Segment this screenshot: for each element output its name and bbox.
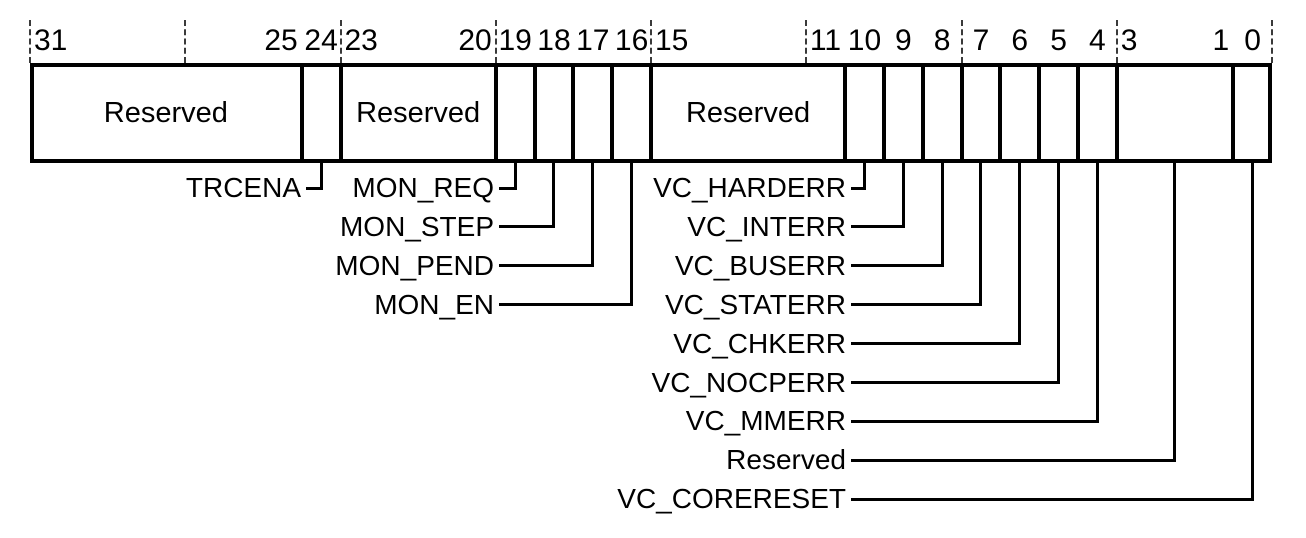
bit-number: 19: [498, 24, 532, 57]
field-divider: [881, 63, 886, 163]
bit-group-tick: [29, 20, 31, 63]
field-divider: [1037, 63, 1042, 163]
callout-label: VC_CHKERR: [673, 327, 846, 359]
field-divider: [843, 63, 848, 163]
bit-group-tick: [339, 20, 342, 63]
bit-number: 23: [344, 24, 378, 57]
callout-leader-v: [940, 159, 944, 268]
bit-group-tick: [1271, 20, 1273, 63]
field-divider: [1075, 63, 1080, 163]
callout-leader-h: [851, 225, 905, 229]
field-divider: [1114, 63, 1119, 163]
bit-number: 11: [809, 24, 842, 57]
bit-number: 18: [537, 24, 571, 57]
callout-leader-v: [513, 159, 517, 190]
field-divider: [649, 63, 653, 163]
callout-leader-h: [851, 381, 1061, 384]
callout-leader-v: [591, 159, 595, 268]
callout-label: MON_REQ: [352, 172, 494, 203]
field-divider: [532, 63, 537, 163]
bit-group-tick: [805, 20, 808, 63]
bit-number: 3: [1120, 24, 1138, 57]
bit-number: 10: [847, 24, 882, 57]
callout-leader-h: [851, 264, 944, 268]
callout-label: TRCENA: [185, 172, 301, 203]
bit-number: 5: [1050, 24, 1067, 57]
callout-leader-v: [1095, 159, 1099, 423]
callout-label: VC_BUSERR: [674, 249, 846, 281]
callout-leader-v: [319, 159, 323, 190]
bit-group-tick: [650, 20, 652, 63]
callout-leader-v: [1251, 159, 1255, 501]
field-divider: [959, 63, 964, 163]
callout-leader-v: [1173, 159, 1177, 462]
field-divider: [998, 63, 1003, 163]
bit-number: 0: [1244, 24, 1261, 57]
callout-leader-v: [901, 159, 905, 229]
bit-number: 25: [264, 24, 298, 57]
callout-label: VC_HARDERR: [653, 172, 846, 203]
field-divider: [610, 63, 615, 163]
bit-number: 7: [972, 24, 990, 57]
callout-leader-h: [499, 264, 595, 268]
field-divider: [1231, 63, 1236, 163]
bit-group-tick: [184, 20, 187, 63]
callout-leader-h: [851, 497, 1255, 501]
bit-number: 15: [655, 24, 689, 57]
bit-number: 20: [458, 24, 492, 57]
bit-number: 9: [894, 24, 912, 57]
field-divider: [299, 63, 304, 163]
bit-number: 31: [34, 24, 68, 57]
callout-leader-h: [306, 186, 323, 190]
bit-group-tick: [960, 20, 963, 63]
callout-leader-h: [499, 186, 517, 190]
field-label: Reserved: [103, 97, 228, 129]
callout-label: VC_CORERESET: [617, 483, 846, 515]
callout-leader-v: [1018, 159, 1022, 346]
bit-group-tick: [494, 20, 497, 63]
bit-number: 6: [1011, 24, 1029, 57]
callout-label: VC_MMERR: [685, 405, 846, 437]
bit-number: 17: [576, 24, 610, 57]
callout-label: MON_EN: [374, 288, 494, 320]
callout-label: MON_PEND: [335, 249, 494, 281]
callout-leader-v: [979, 159, 983, 307]
field-divider: [571, 63, 576, 163]
callout-label: VC_INTERR: [687, 210, 846, 242]
field-label: Reserved: [685, 97, 811, 129]
bit-number: 16: [614, 24, 649, 57]
callout-leader-h: [499, 303, 634, 307]
callout-leader-h: [851, 419, 1099, 423]
callout-leader-h: [851, 303, 983, 307]
bit-number: 24: [304, 24, 338, 57]
field-label: Reserved: [356, 97, 481, 129]
callout-label: VC_STATERR: [665, 288, 846, 320]
bit-number: 8: [933, 24, 951, 57]
callout-label: Reserved: [726, 444, 846, 476]
callout-leader-h: [851, 458, 1177, 462]
callout-label: VC_NOCPERR: [651, 366, 846, 398]
callout-label: MON_STEP: [339, 210, 494, 242]
callout-leader-v: [862, 159, 866, 190]
bit-number: 4: [1089, 24, 1106, 57]
callout-leader-v: [630, 159, 634, 307]
bit-number: 1: [1212, 24, 1230, 57]
bit-group-tick: [1115, 20, 1118, 63]
callout-leader-h: [851, 342, 1022, 346]
field-divider: [338, 63, 343, 163]
callout-leader-v: [552, 159, 556, 229]
callout-leader-h: [851, 186, 866, 190]
callout-leader-h: [499, 225, 556, 229]
field-divider: [493, 63, 498, 163]
callout-leader-v: [1057, 159, 1061, 384]
field-divider: [920, 63, 925, 163]
